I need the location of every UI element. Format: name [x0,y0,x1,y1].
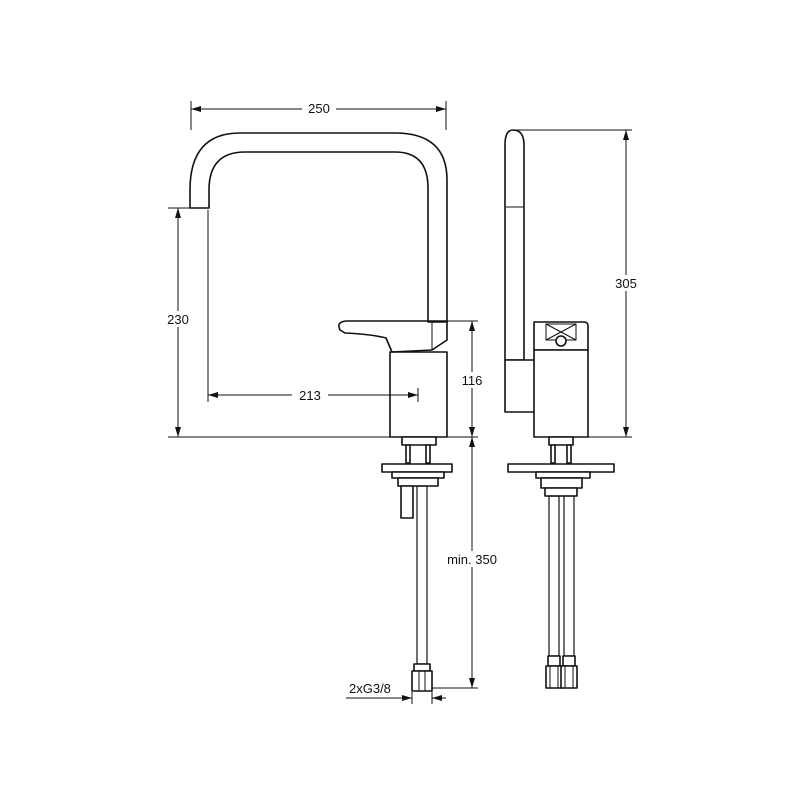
dim-label-reach: 213 [299,388,321,403]
dim-label-side-height: 305 [615,276,637,291]
dim-label-connection: 2xG3/8 [349,681,391,696]
side-spout [504,129,525,361]
front-mounting-plate [381,463,453,473]
front-view [189,132,453,692]
front-lever [338,320,448,353]
dim-label-lever-height: 116 [462,373,483,388]
side-view [504,129,615,689]
dim-label-hose-length: min. 350 [447,552,497,567]
dim-label-spout-height: 230 [167,312,189,327]
side-hose-left [548,495,560,657]
side-mounting-plate [507,463,615,473]
dim-label-width: 250 [308,101,330,116]
front-hose [416,485,428,665]
side-body [533,349,589,438]
front-spout [189,132,448,323]
side-hose-right [563,495,575,657]
